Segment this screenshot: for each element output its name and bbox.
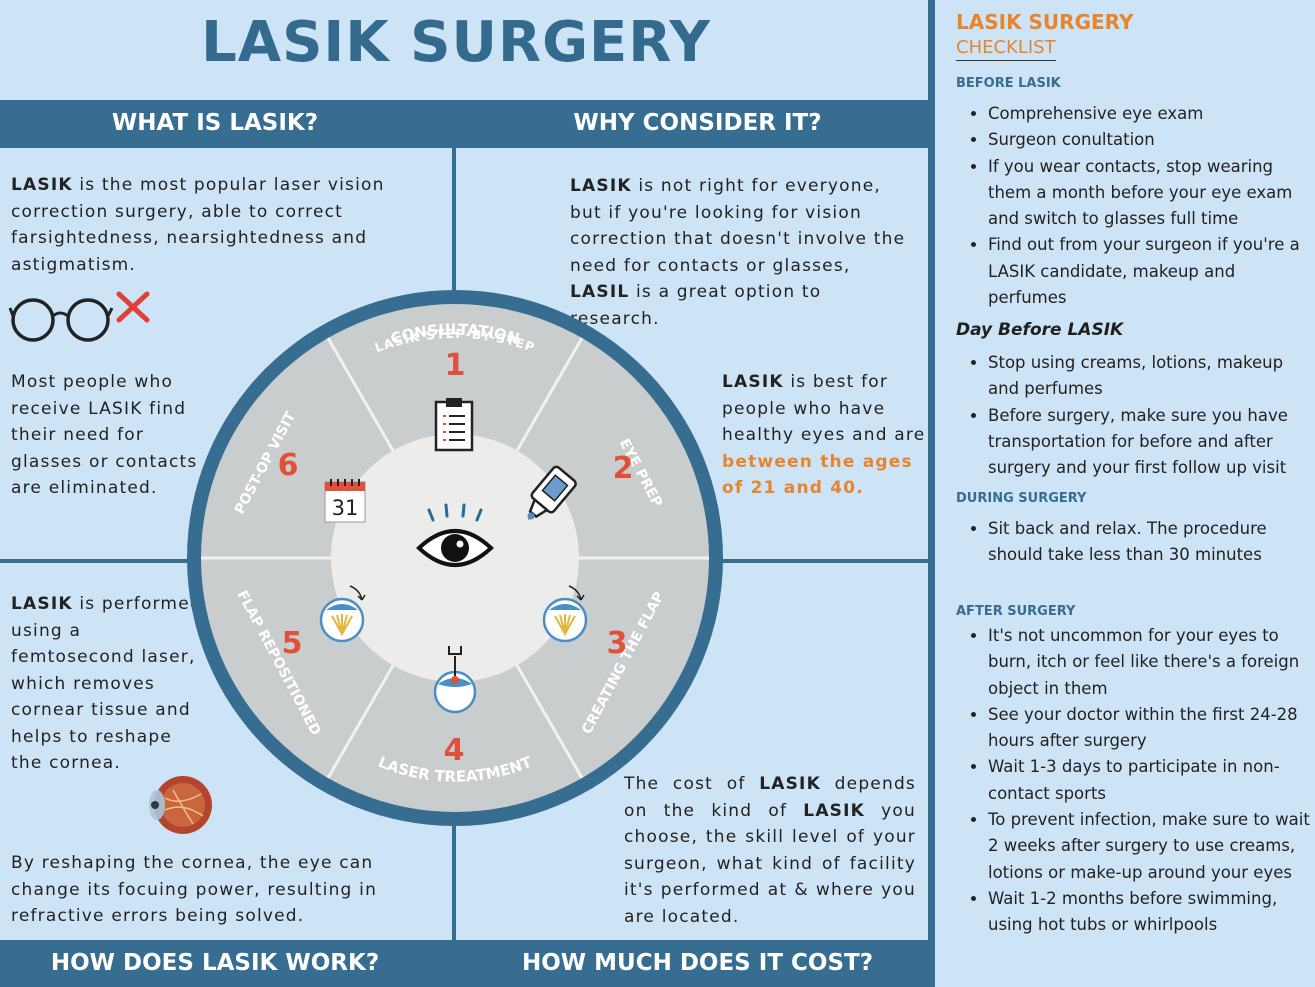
list-item: Comprehensive eye exam (988, 101, 1308, 127)
during-surgery-list: Sit back and relax. The procedure should… (966, 516, 1308, 569)
best-candidate-text: LASIK is best for people who have health… (722, 372, 926, 498)
clipboard-icon (434, 398, 474, 452)
after-surgery-heading: AFTER SURGERY (956, 604, 1076, 619)
day-before-heading: Day Before LASIK (956, 320, 1124, 340)
top-band (0, 100, 935, 148)
step-1-number: 1 (445, 348, 466, 383)
drop-icon (527, 512, 535, 520)
list-item: If you wear contacts, stop wearing them … (988, 154, 1308, 233)
list-item: Stop using creams, lotions, makeup and p… (988, 350, 1308, 403)
laser-eye-icon (433, 646, 477, 714)
step-4-number: 4 (444, 733, 465, 768)
list-item: See your doctor within the first 24-28 h… (988, 702, 1314, 755)
list-item: Find out from your surgeon if you're a L… (988, 232, 1308, 311)
sidebar-divider (928, 0, 935, 987)
eyeball-icon-step-5 (319, 585, 366, 643)
checklist-panel (935, 0, 1315, 987)
eyeball-icon-step-3 (542, 585, 588, 643)
calendar-day: 31 (332, 496, 359, 520)
cost-text: The cost of LASIK depends on the kind of… (624, 774, 916, 927)
why-consider-text: LASIK is not right for everyone, but if … (570, 176, 906, 329)
list-item: It's not uncommon for your eyes to burn,… (988, 623, 1314, 702)
how-lasik-works-text: LASIK is performed using a femtosecond l… (11, 594, 202, 773)
list-item: Wait 1-3 days to participate in non-cont… (988, 754, 1314, 807)
after-surgery-list: It's not uncommon for your eyes to burn,… (966, 623, 1314, 939)
before-lasik-heading: BEFORE LASIK (956, 76, 1061, 91)
page-title: LASIK SURGERY (201, 10, 711, 75)
heading-what-is-lasik: WHAT IS LASIK? (111, 110, 319, 136)
step-5-number: 5 (282, 626, 303, 661)
eye-icon (416, 503, 494, 567)
step-3-number: 3 (607, 626, 628, 661)
list-item: Before surgery, make sure you have trans… (988, 403, 1308, 482)
list-item: To prevent infection, make sure to wait … (988, 807, 1314, 886)
list-item: Surgeon conultation (988, 127, 1308, 153)
bottom-band (0, 940, 935, 987)
red-x-icon (116, 291, 150, 323)
what-is-lasik-text: LASIK is the most popular laser vision c… (11, 175, 385, 275)
checklist-title: LASIK SURGERY (956, 10, 1134, 34)
before-lasik-list: Comprehensive eye exam Surgeon conultati… (966, 101, 1308, 311)
eye-drops-icon (528, 465, 577, 521)
calendar-icon: 31 (324, 479, 366, 523)
heading-how-much-cost: HOW MUCH DOES IT COST? (521, 950, 874, 976)
checklist-subtitle: CHECKLIST (956, 37, 1056, 61)
glasses-icon (8, 298, 114, 342)
step-2-number: 2 (613, 451, 634, 486)
during-surgery-heading: DURING SURGERY (956, 491, 1087, 506)
reshaping-text: By reshaping the cornea, the eye can cha… (11, 853, 378, 926)
eye-anatomy-icon (149, 776, 212, 834)
most-people-text: Most people who receive LASIK find their… (11, 372, 198, 498)
step-6-number: 6 (278, 448, 299, 483)
heading-why-consider: WHY CONSIDER IT? (573, 110, 822, 136)
list-item: Wait 1-2 months before swimming, using h… (988, 886, 1314, 939)
heading-how-does-lasik-work: HOW DOES LASIK WORK? (50, 950, 380, 976)
list-item: Sit back and relax. The procedure should… (988, 516, 1308, 569)
step-wheel: LASIK STEP-BY-STEP CONSULTATION LASER TR… (187, 290, 723, 826)
day-before-list: Stop using creams, lotions, makeup and p… (966, 350, 1308, 481)
